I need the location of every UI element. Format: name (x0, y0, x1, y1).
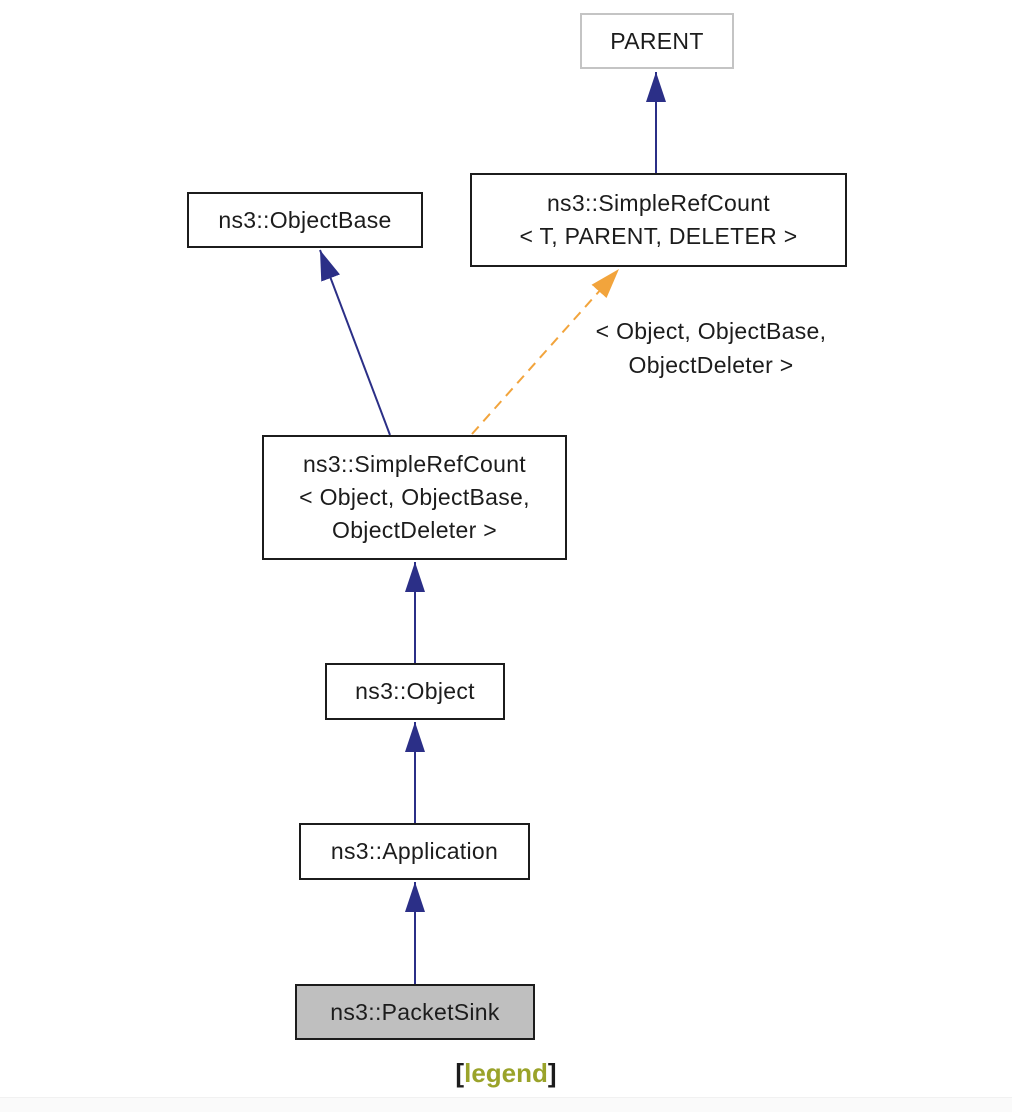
node-label: ns3::Application (330, 838, 499, 864)
node-object[interactable]: ns3::Object (325, 663, 505, 720)
node-label-line2: < T, PARENT, DELETER > (519, 223, 798, 249)
node-label-line1: ns3::SimpleRefCount (546, 190, 771, 216)
page-footer-strip (0, 1097, 1012, 1112)
node-simplerefcount-object[interactable]: ns3::SimpleRefCount < Object, ObjectBase… (262, 435, 567, 560)
legend-open-bracket: [ (455, 1058, 465, 1088)
node-simplerefcount-t-parent-deleter[interactable]: ns3::SimpleRefCount < T, PARENT, DELETER… (470, 173, 847, 267)
legend-link[interactable]: legend (464, 1058, 548, 1088)
legend-close-bracket: ] (547, 1058, 557, 1088)
template-instantiation-edge-label: < Object, ObjectBase, ObjectDeleter > (561, 314, 861, 382)
legend-row: [legend] (0, 1056, 1012, 1090)
node-label: ns3::PacketSink (330, 998, 500, 1025)
node-label-line3: ObjectDeleter > (332, 517, 497, 543)
node-label: PARENT (610, 27, 704, 54)
node-application[interactable]: ns3::Application (299, 823, 530, 880)
node-label: ns3::Object (355, 678, 475, 704)
node-parent-template-param: PARENT (580, 13, 734, 69)
node-label-line2: < Object, ObjectBase, (299, 484, 530, 510)
node-objectbase[interactable]: ns3::ObjectBase (187, 192, 423, 248)
node-label-line1: ns3::SimpleRefCount (302, 451, 527, 477)
node-packetsink-current: ns3::PacketSink (295, 984, 535, 1040)
inheritance-arrow-simplerefcountObj-objectbase (319, 249, 391, 436)
edge-label-line2: ObjectDeleter > (628, 352, 794, 378)
edge-label-line1: < Object, ObjectBase, (595, 318, 827, 344)
node-label: ns3::ObjectBase (218, 206, 392, 233)
